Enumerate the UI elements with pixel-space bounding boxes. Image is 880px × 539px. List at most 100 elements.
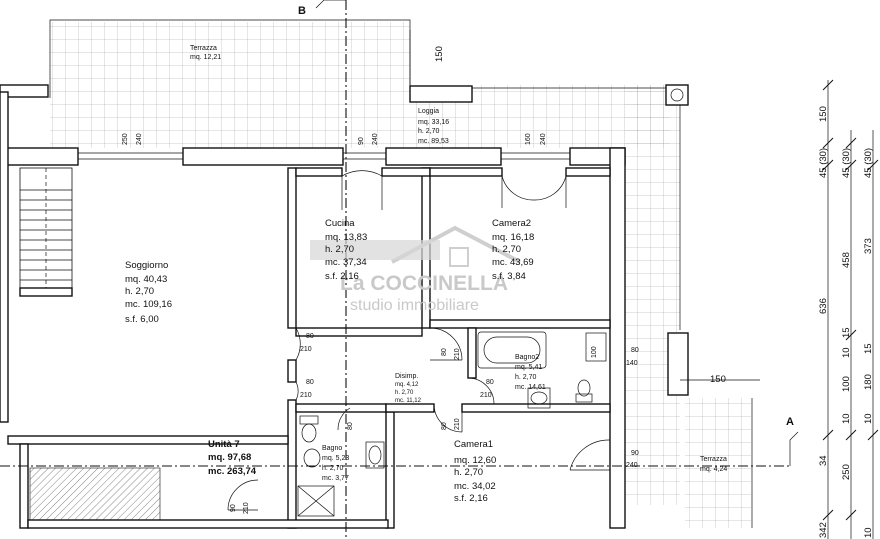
dim-label: 140 — [626, 360, 638, 367]
soggiorno-line: h. 2,70 — [125, 286, 154, 297]
wall — [287, 167, 297, 329]
disimp-line: mq. 4,12 — [395, 382, 419, 388]
dim-label: 160 — [525, 133, 532, 145]
wall — [385, 411, 395, 529]
drain-icon — [670, 88, 684, 102]
bagno-line: h. 2,70 — [322, 465, 344, 472]
stair-steps — [20, 168, 72, 288]
dim-label: 240 — [136, 133, 143, 145]
dim-label: 45 (30) — [841, 148, 852, 178]
soggiorno-line: s.f. 6,00 — [125, 314, 159, 325]
dim-label: 210 — [480, 392, 492, 399]
sink-icon — [365, 441, 385, 469]
wall — [19, 287, 73, 297]
camera2-name: Camera2 — [492, 218, 531, 229]
camera2-line: mq. 16,18 — [492, 232, 534, 243]
dimension-lines — [409, 30, 874, 539]
dim-label: 90 — [631, 450, 639, 457]
section-label-a: A — [786, 416, 794, 428]
terrace-right-name: Terrazza — [700, 456, 727, 463]
shower-icon — [297, 485, 335, 517]
cucina-name: Cucina — [325, 218, 355, 229]
wall — [409, 85, 473, 103]
terrace-top-area: mq. 12,21 — [190, 54, 221, 61]
bagno2-line: mq. 5,41 — [515, 364, 542, 371]
dim-label: 210 — [454, 348, 461, 360]
dimension-ticks — [822, 79, 879, 521]
toilet-icon — [299, 415, 321, 468]
dim-label: 210 — [300, 346, 312, 353]
dim-label: 150 — [434, 46, 445, 62]
wall — [429, 319, 611, 329]
section-arrow-b — [315, 0, 346, 9]
bagno-line: mq. 5,23 — [322, 455, 349, 462]
dim-label: 210 — [243, 502, 250, 514]
terrace-right-area: mq. 4,24 — [700, 466, 727, 473]
wall — [565, 167, 611, 177]
dim-label: 342 — [818, 522, 829, 538]
disimp-line: h. 2,70 — [395, 390, 414, 396]
dim-label: 80 — [306, 379, 314, 386]
dim-label: 80 — [347, 422, 354, 430]
dim-label: 150 — [818, 106, 829, 122]
dim-label: 34 — [818, 455, 829, 466]
section-label-b: B — [298, 5, 306, 17]
bagno-line: mc. 3,77 — [322, 475, 349, 482]
wall — [0, 84, 49, 98]
toilet-icon — [575, 379, 593, 403]
wall-east — [609, 147, 626, 529]
dim-label: 240 — [540, 133, 547, 145]
disimp-name: Disimp. — [395, 373, 418, 380]
terrace-top-tiles — [50, 22, 410, 148]
dim-label: 210 — [454, 418, 461, 430]
dim-label: 45 (30) — [818, 148, 829, 178]
dim-label: 90 — [358, 137, 365, 145]
wall-west — [0, 91, 9, 423]
camera2-line: s.f. 3,84 — [492, 271, 526, 282]
dim-label: 15 — [841, 327, 852, 338]
bagno2-line: mc. 14,61 — [515, 384, 546, 391]
dim-label: 80 — [631, 347, 639, 354]
dim-label: 250 — [122, 133, 129, 145]
watermark-brand: La COCCINELLA — [340, 272, 508, 295]
camera1-line: mq. 12,60 — [454, 455, 496, 466]
cucina-line: mc. 37,34 — [325, 257, 367, 268]
door-swings — [227, 170, 611, 511]
wall — [287, 399, 297, 529]
wall — [0, 147, 79, 166]
soggiorno-name: Soggiorno — [125, 260, 168, 271]
dim-label: 80 — [306, 333, 314, 340]
dim-label: 90 — [230, 504, 237, 512]
wall — [295, 403, 387, 413]
dim-label: 80 — [441, 422, 448, 430]
bathtub-icon — [477, 331, 547, 369]
loggia-line: h. 2,70 — [418, 128, 440, 135]
bagno-name: Bagno — [322, 445, 342, 452]
cucina-line: s.f. 2,16 — [325, 271, 359, 282]
dimension-labels: 150 250 240 90 240 160 240 80 210 80 210… — [122, 46, 874, 538]
dim-label: 45 (30) — [863, 148, 874, 178]
column — [665, 84, 689, 106]
loggia-line: mc. 89,53 — [418, 138, 449, 145]
wall — [429, 167, 503, 177]
hatched-area — [29, 467, 161, 521]
bagno2-line: h. 2,70 — [515, 374, 537, 381]
camera1-line: h. 2,70 — [454, 467, 483, 478]
soggiorno-line: mq. 40,43 — [125, 274, 167, 285]
wall — [27, 519, 389, 529]
dim-label: 80 — [441, 348, 448, 356]
shower-icon — [585, 332, 607, 362]
dim-label: 636 — [818, 298, 829, 314]
wall — [7, 435, 289, 445]
dim-label: 15 — [863, 343, 874, 354]
watermark-subtitle: studio immobiliare — [350, 297, 479, 314]
loggia-tiles-right — [625, 85, 680, 505]
section-arrow-a — [789, 431, 799, 466]
wall — [667, 332, 689, 396]
camera2-line: mc. 43,69 — [492, 257, 534, 268]
wall — [385, 403, 435, 413]
wall — [467, 327, 477, 379]
dim-label: 150 — [710, 374, 726, 385]
dim-label: 10 — [863, 413, 874, 424]
